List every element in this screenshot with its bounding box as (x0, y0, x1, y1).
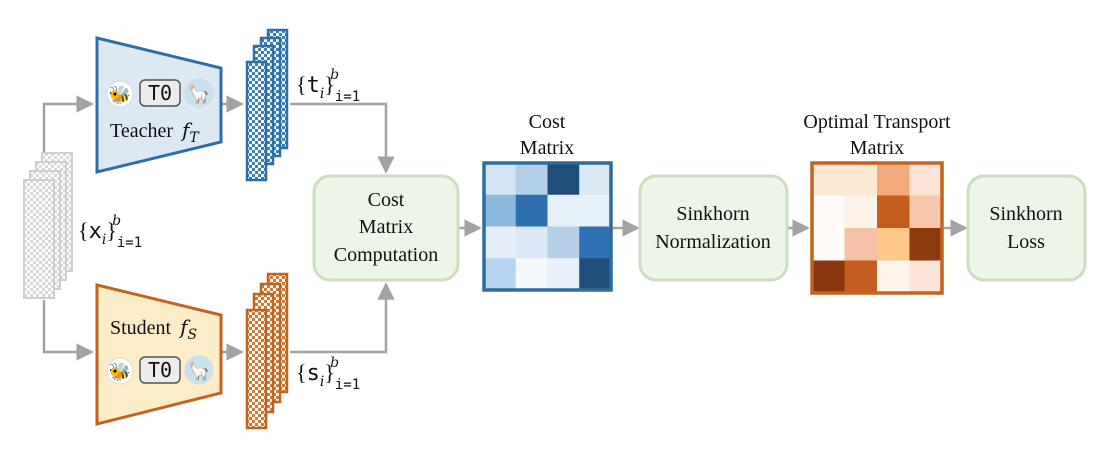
cost-matrix-cell (579, 226, 612, 259)
student-output-var: s (307, 361, 320, 386)
llama-glyph: 🦙 (188, 83, 210, 104)
cost-computation-line-3: Computation (334, 244, 438, 266)
teacher-label: Teacher (110, 120, 173, 142)
svg-text:Student fS: Student fS (110, 315, 197, 343)
ot-matrix-cell (844, 228, 878, 261)
cost-computation-line-2: Matrix (359, 216, 413, 238)
ot-matrix-cell (877, 228, 910, 261)
student-embeddings (245, 272, 289, 430)
t0-badge: T0 (148, 358, 172, 382)
ot-matrix-cell (812, 195, 845, 229)
teacher-subscript: T (189, 130, 200, 146)
ot-matrix-cell (844, 195, 878, 229)
cost-matrix-cell (547, 163, 580, 196)
bee-glyph: 🐝 (109, 362, 131, 382)
cost-matrix-heatmap (482, 161, 613, 292)
ot-matrix-cell (812, 228, 845, 261)
cost-matrix-cell (484, 194, 517, 227)
ot-matrix-cell (909, 163, 943, 196)
ot-matrix-cell (877, 163, 910, 196)
cost-matrix-cell (515, 258, 548, 291)
t0-badge: T0 (148, 81, 172, 105)
sinkhorn-normalization-line-1: Sinkhorn (676, 203, 749, 225)
ot-matrix-cell (812, 260, 845, 294)
cost-matrix-cell (484, 163, 517, 196)
student-output-sup: b (330, 355, 339, 371)
input-stack (23, 152, 73, 299)
input-sub: i (102, 232, 106, 248)
student-model: Student fS 🐝 T0 🦙 (95, 283, 223, 426)
teacher-output-sub: i (320, 86, 324, 102)
cost-matrix-cell (515, 226, 548, 259)
ot-matrix-border (810, 161, 944, 295)
cost-matrix-cell (547, 194, 580, 227)
teacher-embeddings (245, 28, 289, 182)
cost-matrix-cell (579, 163, 612, 196)
llama-icon (184, 78, 214, 108)
svg-text:Teacher fT: Teacher fT (110, 118, 200, 146)
arrow-input-to-student (42, 300, 94, 361)
teacher-output-sup: b (330, 67, 339, 83)
llama-glyph: 🦙 (188, 360, 210, 381)
arrow-s-to-cost-computation (290, 282, 395, 354)
cost-computation-line-1: Cost (368, 189, 405, 211)
ot-matrix-cell (812, 163, 845, 196)
cost-matrix-cell (484, 226, 517, 259)
sinkhorn-loss-line-1: Sinkhorn (989, 203, 1062, 225)
sinkhorn-loss-line-2: Loss (1007, 231, 1045, 253)
ot-matrix-cell (877, 260, 910, 294)
ot-matrix-cell (844, 260, 878, 294)
student-output-label: {si}i=1b (296, 355, 360, 393)
connectors (42, 95, 968, 361)
student-output-range: i=1 (335, 377, 360, 393)
sinkhorn-normalization-box: Sinkhorn Normalization (638, 174, 789, 282)
teacher-output-range: i=1 (335, 89, 360, 105)
input-range: i=1 (117, 235, 142, 251)
teacher-model: 🐝 T0 🦙 Teacher fT (95, 36, 223, 174)
cost-matrix-computation-box: Cost Matrix Computation (312, 174, 460, 282)
teacher-output-var: t (307, 73, 320, 98)
arrow-t-to-cost-computation (290, 102, 395, 174)
student-output-sub: i (320, 374, 324, 390)
cost-matrix-cell (515, 163, 548, 196)
bee-glyph: 🐝 (109, 85, 131, 105)
cost-matrix-cell (515, 194, 548, 227)
cost-matrix-cell (547, 258, 580, 291)
teacher-output-label: {ti}i=1b (296, 67, 360, 105)
ot-matrix-cell (909, 195, 943, 229)
student-label: Student (110, 317, 172, 339)
cost-matrix-cell (579, 194, 612, 227)
ot-matrix-cell (877, 195, 910, 229)
cost-matrix-border (482, 161, 613, 292)
sinkhorn-loss-box: Sinkhorn Loss (966, 174, 1087, 282)
arrow-input-to-teacher (42, 95, 94, 168)
bee-icon (106, 80, 134, 108)
bee-icon (106, 357, 134, 385)
ot-matrix-cell (844, 163, 878, 196)
sinkhorn-normalization-line-2: Normalization (655, 231, 771, 253)
ot-matrix-cell (909, 260, 943, 294)
ot-matrix-cell (909, 228, 943, 261)
ot-matrix-title-line-2: Matrix (850, 137, 904, 159)
student-subscript: S (188, 327, 198, 343)
input-var: x (89, 219, 102, 244)
input-sup: b (112, 213, 121, 229)
cost-matrix-title-line-1: Cost (529, 111, 566, 133)
t0-badge-box (139, 356, 181, 384)
cost-matrix-title-line-2: Matrix (520, 137, 574, 159)
ot-matrix-heatmap (810, 161, 944, 295)
cost-matrix-cell (579, 258, 612, 291)
t0-badge-box (139, 79, 181, 107)
ot-matrix-title-line-1: Optimal Transport (803, 111, 951, 133)
cost-matrix-cell (484, 258, 517, 291)
input-set-label: {xi}i=1b (78, 213, 142, 251)
cost-matrix-cell (547, 226, 580, 259)
llama-icon (184, 355, 214, 385)
